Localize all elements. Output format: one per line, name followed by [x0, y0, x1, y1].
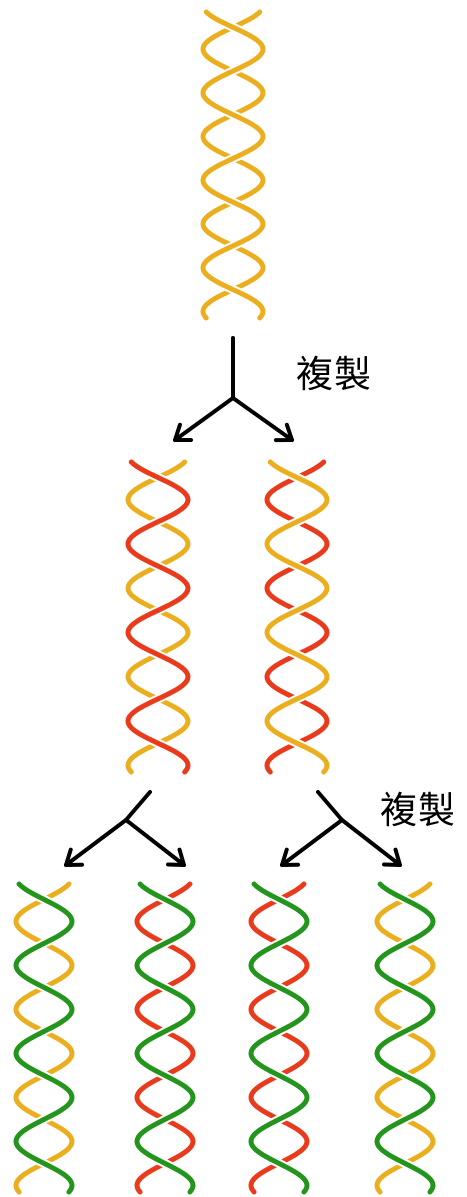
- dna-helix-second-generation-2: [137, 884, 193, 1192]
- dna-helix-parent-1: [203, 12, 263, 318]
- arrow-fork-3-left-branch: [282, 820, 342, 865]
- dna-helix-first-generation-1: [128, 462, 188, 772]
- dna-helix-second-generation-3: [251, 884, 307, 1192]
- arrow-fork-2-right-branch: [126, 820, 184, 865]
- arrow-fork-1-left-branch: [175, 398, 233, 440]
- arrow-fork-2-stem: [126, 792, 150, 820]
- arrow-fork-3-stem: [318, 792, 342, 820]
- helices-layer: [16, 12, 433, 1192]
- replication-label-2: 複製: [380, 792, 456, 829]
- arrows-layer: [66, 338, 400, 865]
- dna-helix-first-generation-2: [267, 462, 327, 772]
- dna-helix-second-generation-1: [16, 884, 72, 1192]
- dna-helix-second-generation-4: [377, 884, 433, 1192]
- arrow-fork-2-left-branch: [66, 820, 126, 865]
- replication-label-1: 複製: [296, 356, 372, 393]
- arrow-fork-1-right-branch: [233, 398, 292, 440]
